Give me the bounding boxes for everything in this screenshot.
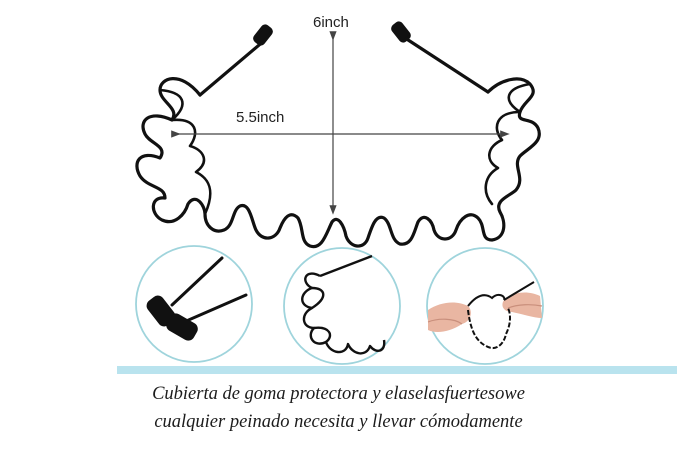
detail-circle-rubber-tips xyxy=(135,245,253,363)
rubber-tip-closeup-icon xyxy=(146,256,248,341)
divider-bar xyxy=(117,366,677,374)
detail-circle-flexible xyxy=(426,247,544,365)
height-dimension-label: 6inch xyxy=(313,14,349,31)
wave-spring-closeup-icon xyxy=(301,254,386,355)
detail-circle-wave-springs xyxy=(283,247,401,365)
caption-line-2: cualquier peinado necesita y llevar cómo… xyxy=(154,412,523,432)
headband-main-icon xyxy=(135,21,541,249)
hands-stretching-headband-icon xyxy=(427,281,543,350)
width-dimension-label: 5.5inch xyxy=(236,109,285,126)
caption-line-1: Cubierta de goma protectora y elaselasfu… xyxy=(152,384,525,404)
